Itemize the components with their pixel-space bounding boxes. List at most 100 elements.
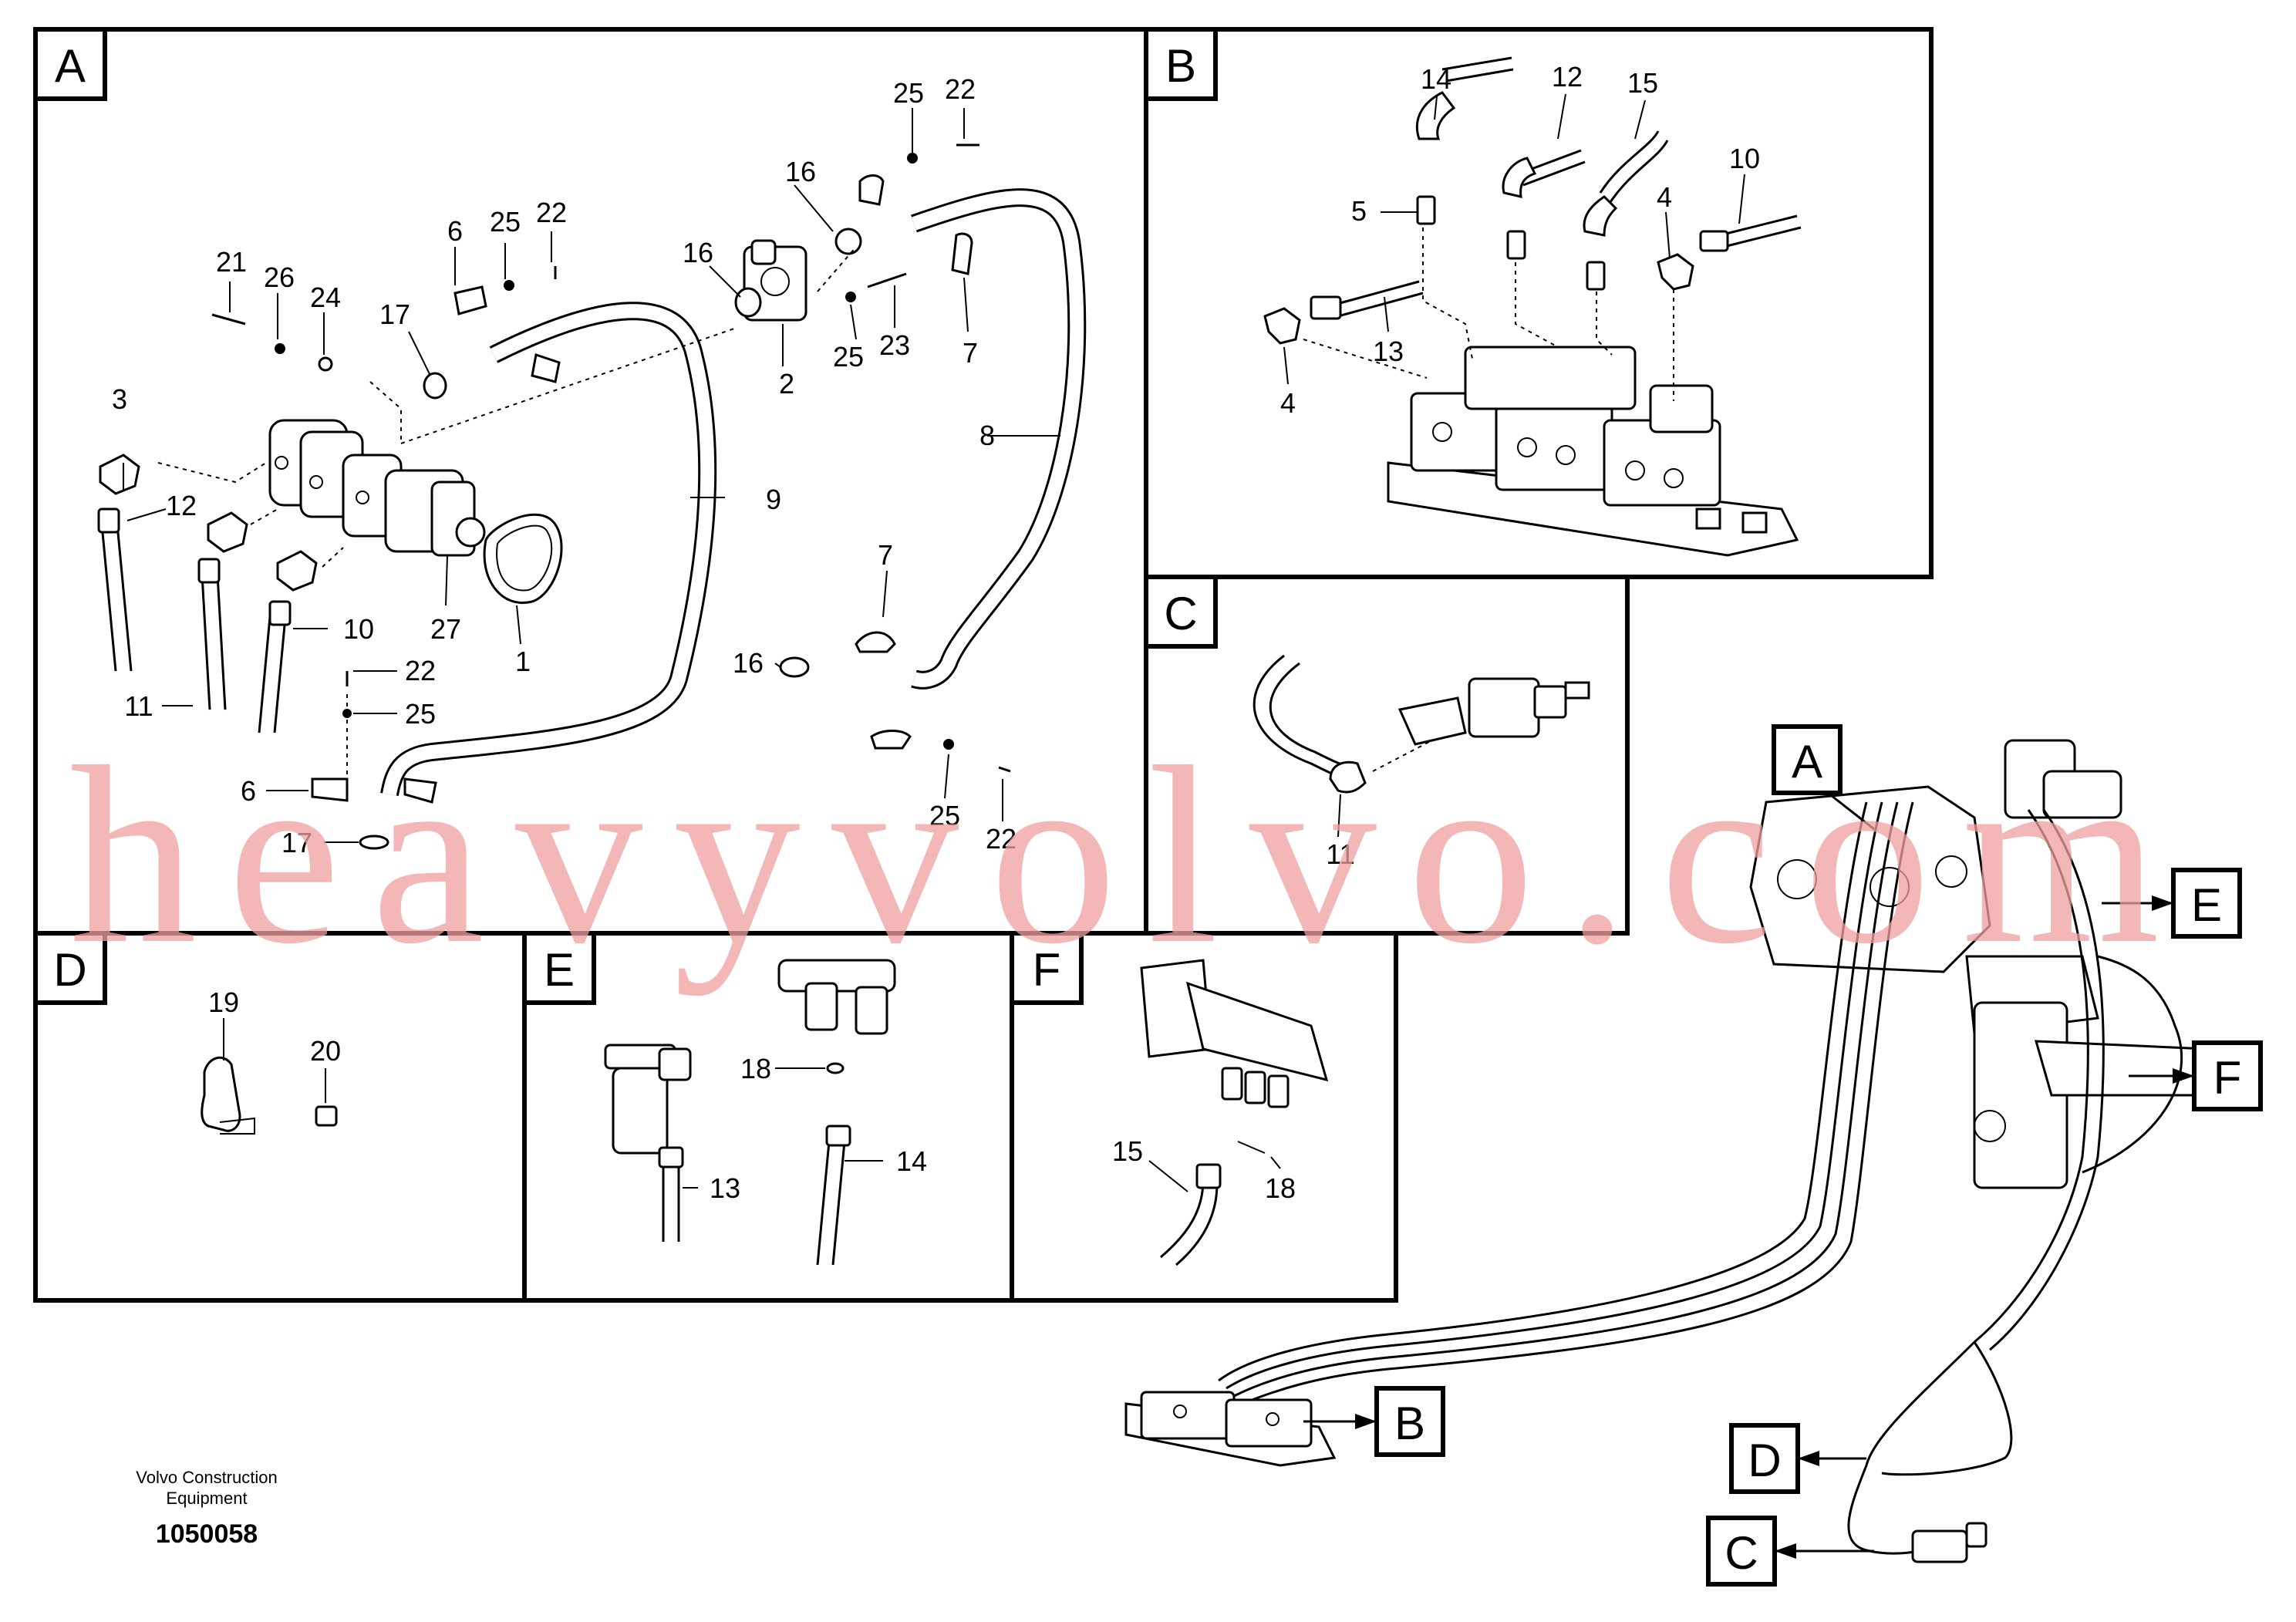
callout-16-c: 16 xyxy=(733,647,764,679)
svg-text:F: F xyxy=(2213,1052,2242,1104)
callout-3: 3 xyxy=(112,383,127,415)
hose-14-e xyxy=(816,1141,846,1266)
callout-22-b: 22 xyxy=(945,73,976,105)
svg-text:D: D xyxy=(1748,1435,1781,1486)
callout-6-b: 6 xyxy=(241,775,256,807)
bolt-23 xyxy=(867,272,907,288)
overview-tag-b: B xyxy=(1303,1386,1445,1457)
callout-b-4-right: 4 xyxy=(1657,181,1672,213)
watermark: heavyvolvo.com xyxy=(69,715,2190,996)
title-block: Volvo Construction Equipment 1050058 xyxy=(136,1468,277,1549)
callout-21: 21 xyxy=(216,246,247,278)
callout-25-c: 25 xyxy=(833,341,864,373)
callout-b-15: 15 xyxy=(1627,67,1658,99)
panel-f-frame xyxy=(1010,931,1398,1303)
callout-2: 2 xyxy=(779,368,794,400)
small-hose-11b xyxy=(201,574,227,710)
callout-22-a: 22 xyxy=(536,197,567,228)
bolt-22-d xyxy=(998,766,1011,773)
callout-11: 11 xyxy=(124,690,153,722)
callout-7-b: 7 xyxy=(878,539,893,571)
o-ring-18-f xyxy=(1237,1141,1266,1154)
panel-e: E 18 13 14 xyxy=(522,931,1014,1303)
callout-1: 1 xyxy=(515,646,531,677)
callout-d-19: 19 xyxy=(208,986,239,1018)
elbow-12 xyxy=(207,511,248,553)
pressure-switch-c xyxy=(1397,677,1590,746)
svg-text:E: E xyxy=(2191,879,2222,931)
clamp-19 xyxy=(201,1056,241,1132)
callout-b-5: 5 xyxy=(1351,195,1367,227)
callout-8: 8 xyxy=(979,420,995,451)
elbow-10 xyxy=(276,550,318,592)
callout-22-c: 22 xyxy=(405,655,436,686)
clamp-6-bottom xyxy=(531,353,561,383)
callout-b-10: 10 xyxy=(1729,143,1760,174)
company-line-1: Volvo Construction xyxy=(136,1468,277,1487)
callout-e-18: 18 xyxy=(740,1053,771,1084)
panel-a: A xyxy=(33,27,1148,936)
panel-d-tag: D xyxy=(53,944,86,996)
clamp-lower xyxy=(870,730,912,750)
overview-tag-e: E xyxy=(2102,868,2242,939)
callout-12: 12 xyxy=(166,490,197,521)
callout-25-e: 25 xyxy=(929,800,960,831)
control-valve-block xyxy=(1387,346,1799,557)
company-line-2: Equipment xyxy=(166,1489,247,1508)
callout-c-11: 11 xyxy=(1326,838,1354,870)
callout-22-d: 22 xyxy=(986,823,1017,855)
callout-d-20: 20 xyxy=(310,1035,341,1067)
callout-b-14: 14 xyxy=(1421,63,1451,95)
nut-25-e xyxy=(943,739,954,750)
overview-tag-d: D xyxy=(1729,1423,1866,1494)
panel-b: B xyxy=(1144,27,1934,579)
callout-b-4-left: 4 xyxy=(1280,387,1296,419)
callout-e-14: 14 xyxy=(896,1145,927,1177)
elbow-4-right xyxy=(1657,253,1694,291)
washer-24 xyxy=(318,356,333,372)
overview-tag-c: C xyxy=(1706,1516,1874,1587)
callout-6-a: 6 xyxy=(447,215,463,247)
callout-24: 24 xyxy=(310,282,341,313)
callout-27: 27 xyxy=(430,613,461,645)
o-ring-18-e xyxy=(826,1062,845,1074)
nut-26 xyxy=(275,343,285,354)
callout-25-b: 25 xyxy=(893,77,924,109)
manifold-f xyxy=(1140,959,1329,1108)
filter-e xyxy=(604,1044,692,1155)
o-ring-16-b xyxy=(834,228,862,255)
svg-text:C: C xyxy=(1725,1527,1758,1579)
panel-f-tag: F xyxy=(1033,944,1061,996)
callout-f-18: 18 xyxy=(1265,1172,1296,1204)
callout-b-12: 12 xyxy=(1552,61,1583,93)
elbow-4-left xyxy=(1263,307,1301,345)
clamp-7-top xyxy=(951,232,973,275)
clamp-top-1 xyxy=(858,174,885,206)
nut-25-c xyxy=(845,292,856,302)
clamp-lower-right xyxy=(403,777,437,804)
callout-16-b: 16 xyxy=(785,156,816,187)
panel-f: F 15 18 xyxy=(1010,931,1398,1303)
hose-14-b xyxy=(1441,56,1514,83)
callout-17-a: 17 xyxy=(379,298,410,330)
o-ring-16-a xyxy=(734,287,762,318)
clamp-6-top xyxy=(453,285,487,315)
panel-c-tag: C xyxy=(1164,588,1197,639)
machine-overview: A E F B D C xyxy=(1124,724,2263,1587)
svg-text:B: B xyxy=(1394,1398,1425,1449)
callout-17-b: 17 xyxy=(282,827,312,858)
callout-25-d: 25 xyxy=(405,698,436,730)
callout-16-a: 16 xyxy=(683,237,713,268)
screw-20 xyxy=(315,1105,338,1127)
panel-b-tag: B xyxy=(1165,40,1196,92)
o-ring-17-b xyxy=(359,835,389,850)
overview-tag-f: F xyxy=(2129,1040,2263,1111)
clamp-7-mid xyxy=(855,631,896,653)
panel-a-tag-box xyxy=(33,27,107,101)
overview-tag-a: A xyxy=(1772,724,1875,831)
small-hose-10 xyxy=(258,616,287,733)
hose-13-e xyxy=(662,1161,680,1242)
callout-9: 9 xyxy=(766,484,781,515)
bolt-21 xyxy=(211,313,246,325)
